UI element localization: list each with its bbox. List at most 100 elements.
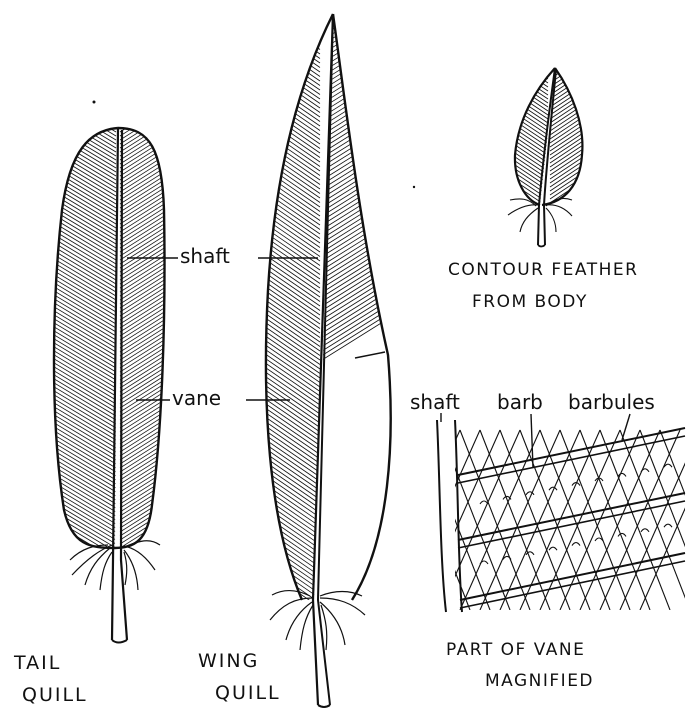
- wing-barb-line: [250, 0, 320, 32]
- tail-barb-line: [46, 106, 116, 148]
- tail-barb-line: [46, 366, 116, 408]
- tail-barb-line: [120, 450, 180, 488]
- wing-barb-line: [322, 58, 402, 108]
- contour-barb-line: [550, 137, 595, 167]
- tail-barb-line: [120, 362, 180, 400]
- tail-barb-line: [46, 158, 116, 200]
- wing-barb-line: [250, 330, 320, 378]
- tail-barb-line: [120, 322, 180, 360]
- tail-barb-line: [46, 498, 116, 540]
- contour-barb-line: [550, 29, 595, 59]
- tail-barb-line: [46, 294, 116, 336]
- tail-barb-line: [120, 190, 180, 228]
- tail-barb-line: [46, 162, 116, 204]
- tail-barb-line: [120, 446, 180, 484]
- wing-barb-line: [250, 420, 320, 468]
- contour-barb-line: [550, 41, 595, 71]
- contour-barb-line: [503, 105, 548, 135]
- tail-barb-line: [120, 158, 180, 196]
- tail-barb-line: [120, 166, 180, 204]
- wing-barb-line: [250, 105, 320, 153]
- tail-barb-line: [120, 494, 180, 532]
- wing-barb-line: [250, 416, 320, 464]
- wing-barb-line: [250, 366, 320, 414]
- tail-barb-line: [46, 338, 116, 380]
- tail-barb-line: [46, 346, 116, 388]
- wing-barb-line: [250, 222, 320, 270]
- tail-barb-line: [46, 458, 116, 500]
- tail-barb-line: [120, 310, 180, 348]
- wing-barb-line: [250, 11, 320, 59]
- wing-barb-line: [250, 425, 320, 473]
- wing-barb-line: [322, 49, 402, 99]
- contour-feather: [503, 25, 595, 247]
- contour-barb-line: [503, 61, 548, 91]
- tail-barb-line: [46, 378, 116, 420]
- wing-barb-line: [322, 157, 402, 207]
- barbule-line: [340, 430, 420, 610]
- tail-barb-line: [46, 482, 116, 524]
- wing-barb-line: [322, 0, 402, 9]
- contour-barb-line: [503, 53, 548, 83]
- wing-barb-line: [322, 306, 402, 356]
- wing-barb-line: [250, 245, 320, 293]
- wing-barb-line: [250, 434, 320, 482]
- contour-barb-line: [503, 117, 548, 147]
- tail-barb-line: [120, 490, 180, 528]
- wing-barb-line: [250, 164, 320, 212]
- tail-barb-line: [46, 66, 116, 108]
- tail-barb-line: [120, 354, 180, 392]
- wing-barb-line: [322, 139, 402, 189]
- wing-barb-line: [250, 137, 320, 185]
- barbule-hook: [618, 533, 626, 536]
- tail-barb-line: [120, 286, 180, 324]
- tail-barb-line: [46, 130, 116, 172]
- tail-barb-line: [120, 454, 180, 492]
- tail-barb-line: [120, 470, 180, 508]
- tail-barb-line: [46, 166, 116, 208]
- wing-barb-line: [322, 76, 402, 126]
- contour-barb-line: [550, 153, 595, 183]
- tail-barb-line: [120, 206, 180, 244]
- tail-barb-line: [46, 490, 116, 532]
- wing-barb-line: [250, 497, 320, 545]
- tail-barb-line: [120, 78, 180, 116]
- wing-barb-line: [250, 488, 320, 536]
- tail-barb-line: [120, 66, 180, 104]
- wing-barb-line: [250, 443, 320, 491]
- tail-barb-line: [120, 378, 180, 416]
- tail-barb-line: [46, 350, 116, 392]
- wing-barb-line: [322, 261, 402, 311]
- tail-barb-line: [46, 202, 116, 244]
- tail-barb-line: [46, 474, 116, 516]
- contour-barb-line: [550, 33, 595, 63]
- tail-barb-line: [46, 186, 116, 228]
- wing-barb-line: [250, 110, 320, 158]
- tail-barb-line: [46, 86, 116, 128]
- magnified-caption-line1: PART OF VANE: [446, 640, 585, 660]
- wing-barb-line: [322, 63, 402, 113]
- tail-barb-line: [46, 138, 116, 180]
- wing-barb-line: [250, 375, 320, 423]
- tail-barb-line: [46, 454, 116, 496]
- contour-barb-line: [503, 65, 548, 95]
- tail-barb-line: [120, 230, 180, 268]
- tail-barb-line: [46, 194, 116, 236]
- wing-barb-line: [250, 263, 320, 311]
- tail-barb-line: [120, 334, 180, 372]
- contour-barb-line: [550, 101, 595, 131]
- tail-barb-line: [120, 278, 180, 316]
- tail-barb-line: [120, 102, 180, 140]
- wing-barb-line: [250, 411, 320, 459]
- tail-barb-line: [46, 286, 116, 328]
- tail-barb-line: [120, 246, 180, 284]
- contour-barb-line: [503, 37, 548, 67]
- wing-barb-line: [250, 96, 320, 144]
- wing-barb-line: [322, 121, 402, 171]
- wing-barb-line: [250, 51, 320, 99]
- wing-barb-line: [250, 0, 320, 45]
- tail-barb-line: [46, 382, 116, 424]
- tail-barb-line: [46, 218, 116, 260]
- wing-barb-line: [250, 371, 320, 419]
- wing-barb-line: [250, 258, 320, 306]
